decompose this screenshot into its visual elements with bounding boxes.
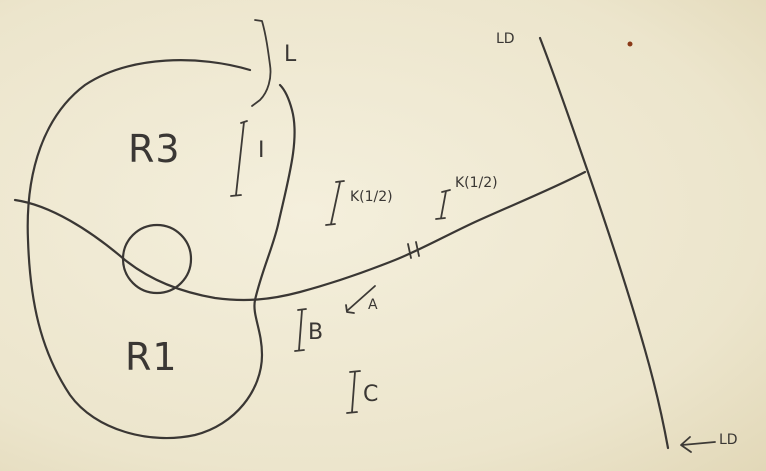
pole-b-symbol — [295, 309, 306, 351]
label-i: I — [258, 140, 265, 162]
label-c: C — [363, 384, 378, 406]
label-r3: R3 — [128, 130, 181, 168]
label-l: L — [284, 44, 296, 66]
label-k-right: K(1/2) — [455, 176, 498, 190]
pole-i-symbol — [231, 121, 247, 196]
label-ld-top: LD — [496, 32, 515, 46]
boundary-line — [15, 172, 585, 300]
tick-marks — [408, 242, 419, 258]
ink-dot — [628, 42, 633, 47]
label-k-left: K(1/2) — [350, 190, 393, 204]
pole-c-symbol — [347, 371, 360, 413]
leader-l-hook — [252, 20, 271, 106]
label-a: A — [368, 298, 378, 312]
label-b: B — [308, 322, 323, 344]
ld-arrow — [681, 437, 715, 452]
label-ld-bottom: LD — [719, 433, 738, 447]
label-r1: R1 — [125, 338, 178, 376]
pole-k-right-symbol — [436, 190, 450, 219]
pole-k-left-symbol — [326, 181, 344, 225]
region-outline — [28, 60, 295, 438]
circle-feature — [123, 225, 191, 293]
ld-line — [540, 38, 668, 448]
